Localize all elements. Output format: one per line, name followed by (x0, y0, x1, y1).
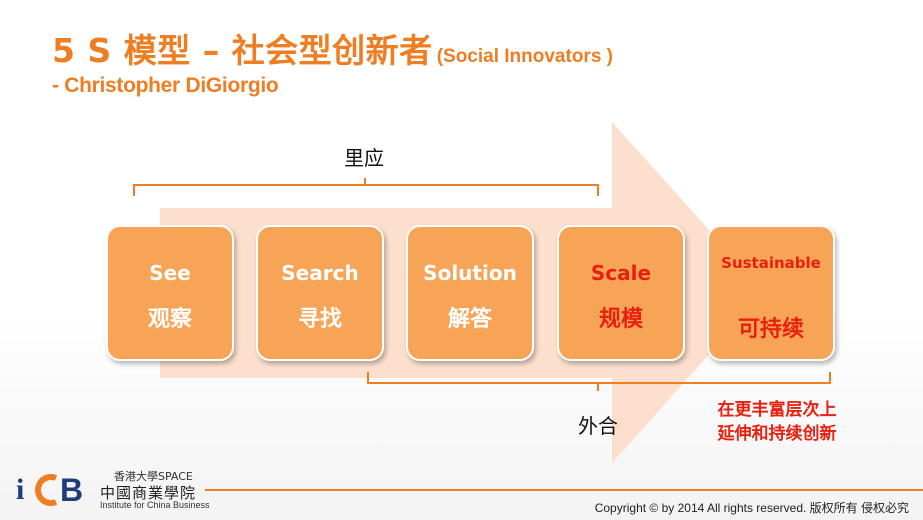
title-english: (Social Innovators ) (436, 46, 613, 67)
sustain-note: 在更丰富层次上 延伸和持续创新 (692, 398, 862, 446)
stage-search-en: Search (281, 261, 359, 285)
outer-bracket (367, 372, 831, 391)
footer-divider (205, 489, 923, 491)
stage-sustainable-zh: 可持续 (737, 317, 804, 342)
stage-scale: Scale 规模 (557, 225, 685, 361)
logo-mark-i-icon: i (16, 473, 25, 506)
stage-see: See 观察 (106, 225, 234, 361)
slide-title: 5 S 模型 – 社会型创新者(Social Innovators ) (52, 24, 613, 72)
logo-line-1: 香港大學SPACE (114, 470, 193, 483)
slide-subtitle: - Christopher DiGiorgio (52, 74, 279, 97)
logo-line-3: Institute for China Business (100, 500, 210, 510)
logo-line-2: 中國商業學院 (100, 484, 197, 502)
stage-solution-zh: 解答 (447, 307, 492, 332)
inner-label: 里应 (344, 146, 384, 170)
logo-mark-c-icon (35, 474, 58, 506)
stage-search-zh: 寻找 (297, 307, 342, 332)
copyright-text: Copyright © by 2014 All rights reserved.… (594, 501, 909, 515)
stage-see-en: See (149, 261, 191, 285)
stage-see-zh: 观察 (147, 307, 192, 332)
inner-bracket (133, 178, 599, 196)
stage-sustainable: Sustainable 可持续 (707, 225, 835, 361)
logo-mark-b-icon: B (60, 472, 84, 508)
note-line-1: 在更丰富层次上 (717, 400, 837, 420)
title-main: 5 S 模型 – 社会型创新者 (52, 31, 433, 70)
stage-solution: Solution 解答 (406, 225, 534, 361)
stage-scale-en: Scale (590, 261, 652, 285)
stage-sustainable-en: Sustainable (721, 254, 821, 272)
stage-solution-en: Solution (423, 261, 517, 285)
note-line-2: 延伸和持续创新 (717, 424, 837, 444)
stage-scale-zh: 规模 (598, 307, 643, 332)
outer-label: 外合 (578, 414, 618, 438)
stage-search: Search 寻找 (256, 225, 384, 361)
